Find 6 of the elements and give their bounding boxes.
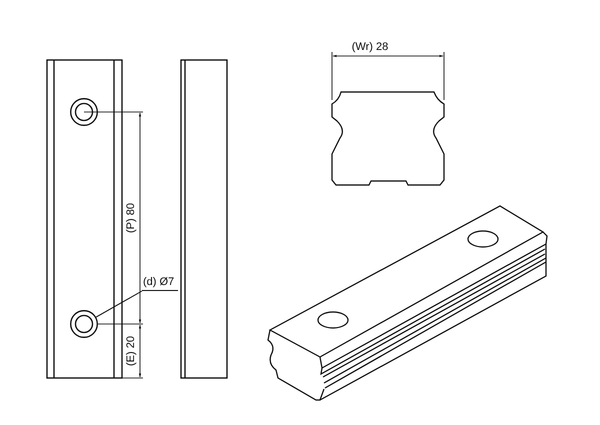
leader-label: (d) Ø7	[142, 276, 178, 291]
dimension-label: (E) 20	[125, 336, 137, 366]
mounting-hole	[70, 310, 98, 338]
leader-line	[96, 290, 142, 318]
dimension-label: (Wr) 28	[352, 41, 388, 53]
dimension-label: (P) 80	[125, 203, 137, 233]
